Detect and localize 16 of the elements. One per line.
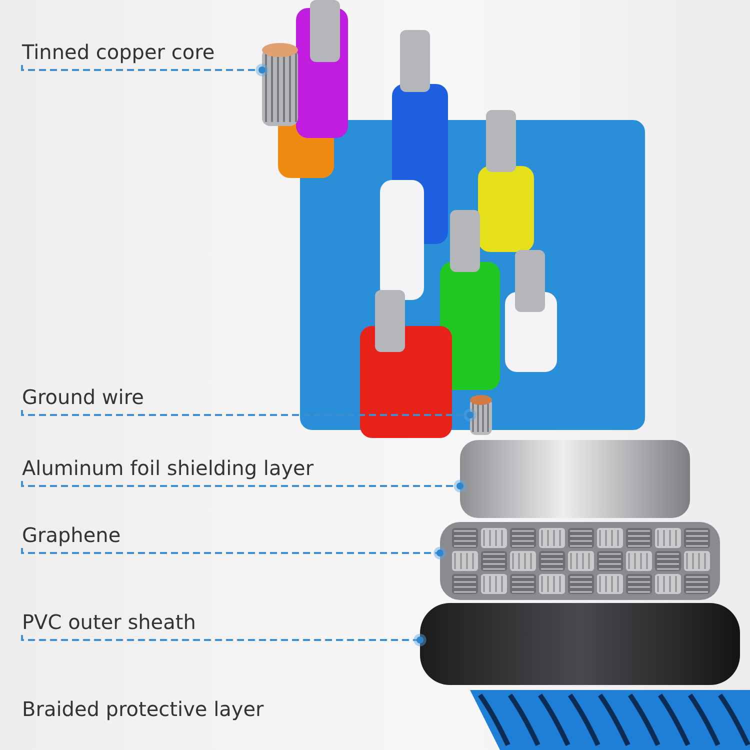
leader-line xyxy=(21,408,476,422)
leader-line xyxy=(21,546,446,560)
leader-line xyxy=(21,634,426,646)
graphene-braid-drawing xyxy=(440,522,720,600)
ground-wire-drawing xyxy=(470,395,492,435)
leader-line xyxy=(21,64,268,76)
callout-label: Tinned copper core xyxy=(22,39,215,65)
copper-core-drawing xyxy=(262,43,298,126)
callout-label: PVC outer sheath xyxy=(22,609,196,635)
callout-label: Ground wire xyxy=(22,384,144,410)
callout-label: Aluminum foil shielding layer xyxy=(22,455,314,481)
outer-sheath-drawing xyxy=(420,603,740,685)
leader-line xyxy=(21,480,466,492)
foil-layer-drawing xyxy=(460,440,690,518)
part-label: Braided protective layer xyxy=(22,696,264,722)
callout-label: Graphene xyxy=(22,522,121,548)
